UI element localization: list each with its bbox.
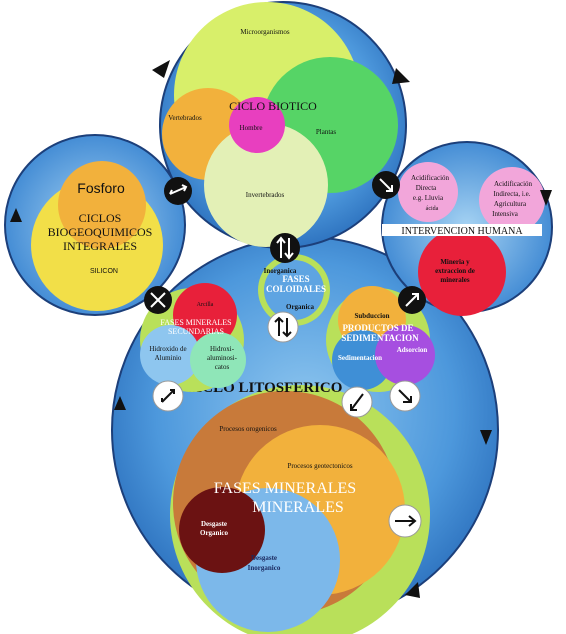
- colloidal-title-line1: FASES: [282, 274, 309, 284]
- plants-label: Plantas: [316, 128, 336, 136]
- connector-secondary-lithosphere: [152, 380, 184, 412]
- biogeochemical-title-line2: BIOGEOQUIMICOS: [48, 225, 153, 239]
- al-hydroxide-line2: Aluminio: [155, 354, 182, 362]
- phosphorus-circle: [58, 161, 146, 249]
- connector-node: [267, 311, 299, 343]
- mining-circle: [418, 228, 506, 316]
- sedimentation-products: Subduccion PRODUCTOS DE SEDIMENTACION Se…: [326, 286, 435, 392]
- direct-acid-line2: Directa: [416, 184, 437, 192]
- al-hydroxide-line1: Hidroxido de: [149, 345, 186, 353]
- silicon-label: SILICON: [90, 268, 118, 275]
- mining-line3: minerales: [440, 276, 469, 284]
- vertical-double-arrow-icon: [276, 236, 294, 260]
- arrow-icon: [350, 393, 364, 411]
- vertebrates-label: Vertebrados: [168, 114, 202, 122]
- organic-wear-line1: Desgaste: [201, 520, 227, 528]
- sedimentation-title-line2: SEDIMENTACION: [341, 333, 419, 343]
- inorganic-wear-line1: Desgaste: [251, 554, 277, 562]
- human-title-band: [382, 224, 542, 236]
- double-arrow-icon: [161, 389, 175, 403]
- adsorption-circle: [375, 325, 435, 385]
- indirect-acid-line1: Acidificación: [494, 180, 533, 188]
- inorganic-wear-line2: Inorganico: [248, 564, 281, 572]
- biotic-cycle: Microorganismos CICLO BIOTICO Vertebrado…: [152, 1, 410, 249]
- mineral-phases-line2: MINERALES: [252, 499, 344, 516]
- colloidal-organic-label: Organica: [286, 303, 314, 311]
- hydroxy-line2: aluminosi-: [207, 354, 238, 362]
- double-arrow-icon: [398, 389, 412, 403]
- adsorption-label: Adsorcion: [397, 346, 428, 354]
- connector-mineral-phases-right: [388, 504, 422, 538]
- direct-acid-line4: ácida: [426, 206, 439, 212]
- connector-human-sedimentation: [398, 286, 426, 314]
- lithosphere-arrow-bottom: [405, 582, 420, 598]
- connector-biotic-colloidal: [270, 233, 300, 263]
- phosphorus-label: Fosforo: [77, 180, 125, 196]
- man-label: Hombre: [240, 124, 263, 132]
- colloidal-inner-circle: [264, 260, 324, 320]
- hydroxy-line1: Hidroxi-: [210, 345, 235, 353]
- direct-acid-line3: e.g. Lluvia: [413, 194, 444, 202]
- connector-biotic-human: [372, 171, 400, 199]
- subduction-label: Subduccion: [354, 312, 389, 320]
- al-hydroxide-circle: [140, 325, 200, 385]
- organic-wear-circle: [179, 487, 265, 573]
- invertebrates-label: Invertebrados: [246, 191, 285, 199]
- colloidal-phases: Inorganica FASES COLOIDALES Organica: [258, 254, 330, 326]
- colloidal-inorganic-label: Inorganica: [264, 267, 297, 275]
- direct-acid-line1: Acidificación: [411, 174, 450, 182]
- clay-label: Arcilla: [197, 302, 214, 308]
- biotic-arrow-right: [392, 68, 410, 84]
- connector-biogeo-secondary: [144, 286, 172, 314]
- indirect-acid-line4: Intensiva: [492, 210, 519, 218]
- sedimentation-label: Sedimentacion: [338, 354, 382, 362]
- vertical-double-arrow-icon: [274, 316, 292, 338]
- connector-node: [270, 233, 300, 263]
- colloidal-title-line2: COLOIDALES: [266, 284, 326, 294]
- lithosphere-arrow-left: [114, 396, 126, 410]
- double-arrow-icon: [150, 292, 166, 308]
- human-intervention-cycle: INTERVENCION HUMANA Acidificación Direct…: [381, 141, 553, 316]
- biogeochemical-cycle: Fosforo CICLOS BIOGEOQUIMICOS INTEGRALES…: [4, 134, 186, 316]
- secondary-title-line2: SECUNDARIAS: [168, 327, 224, 336]
- sedimentation-title-line1: PRODUCTOS DE: [342, 323, 413, 333]
- microorganisms-label: Microorganismos: [240, 28, 290, 36]
- connector-colloidal-lithosphere: [267, 311, 299, 343]
- clay-circle: [173, 283, 237, 347]
- lithosphere-arrow-right: [480, 430, 492, 445]
- geotectonic-label: Procesos geotectonicos: [287, 462, 352, 470]
- indirect-acid-circle: [479, 167, 545, 233]
- man-circle: [229, 97, 285, 153]
- biogeochemical-title-line3: INTEGRALES: [63, 239, 137, 253]
- connector-sedimentation-lithosphere-a: [341, 386, 373, 418]
- hydroxy-line3: catos: [215, 363, 230, 371]
- secondary-title-line1: FASES MINERALES: [160, 318, 231, 327]
- human-title: INTERVENCION HUMANA: [401, 226, 523, 237]
- connector-sedimentation-lithosphere-b: [389, 380, 421, 412]
- orogenic-label: Procesos orogenicos: [219, 425, 277, 433]
- indirect-acid-line3: Agricultura: [494, 200, 527, 208]
- biotic-arrow-left: [152, 60, 170, 78]
- mining-line1: Mineria y: [440, 258, 470, 266]
- biogeochemical-title-line1: CICLOS: [79, 211, 122, 225]
- direct-acid-circle: [398, 162, 458, 222]
- arrow-icon: [405, 293, 419, 307]
- biogeochemical-arrow-left: [10, 208, 22, 222]
- biotic-title: CICLO BIOTICO: [229, 99, 317, 113]
- human-arrow-right: [540, 190, 552, 206]
- organic-wear-line2: Organico: [200, 529, 228, 537]
- mining-line2: extraccion de: [435, 267, 475, 275]
- arrow-icon: [379, 178, 393, 192]
- indirect-acid-line2: Indirecta, i.e.: [494, 190, 531, 198]
- right-arrow-icon: [395, 515, 417, 527]
- double-arrow-icon: [169, 184, 188, 195]
- invertebrates-circle: [204, 123, 328, 247]
- connector-biogeo-biotic: [164, 177, 192, 205]
- mineral-phases-line1: FASES MINERALES: [214, 480, 356, 497]
- hydroxy-circle: [190, 332, 246, 388]
- secondary-mineral-phases: Arcilla FASES MINERALES SECUNDARIAS Hidr…: [140, 283, 246, 392]
